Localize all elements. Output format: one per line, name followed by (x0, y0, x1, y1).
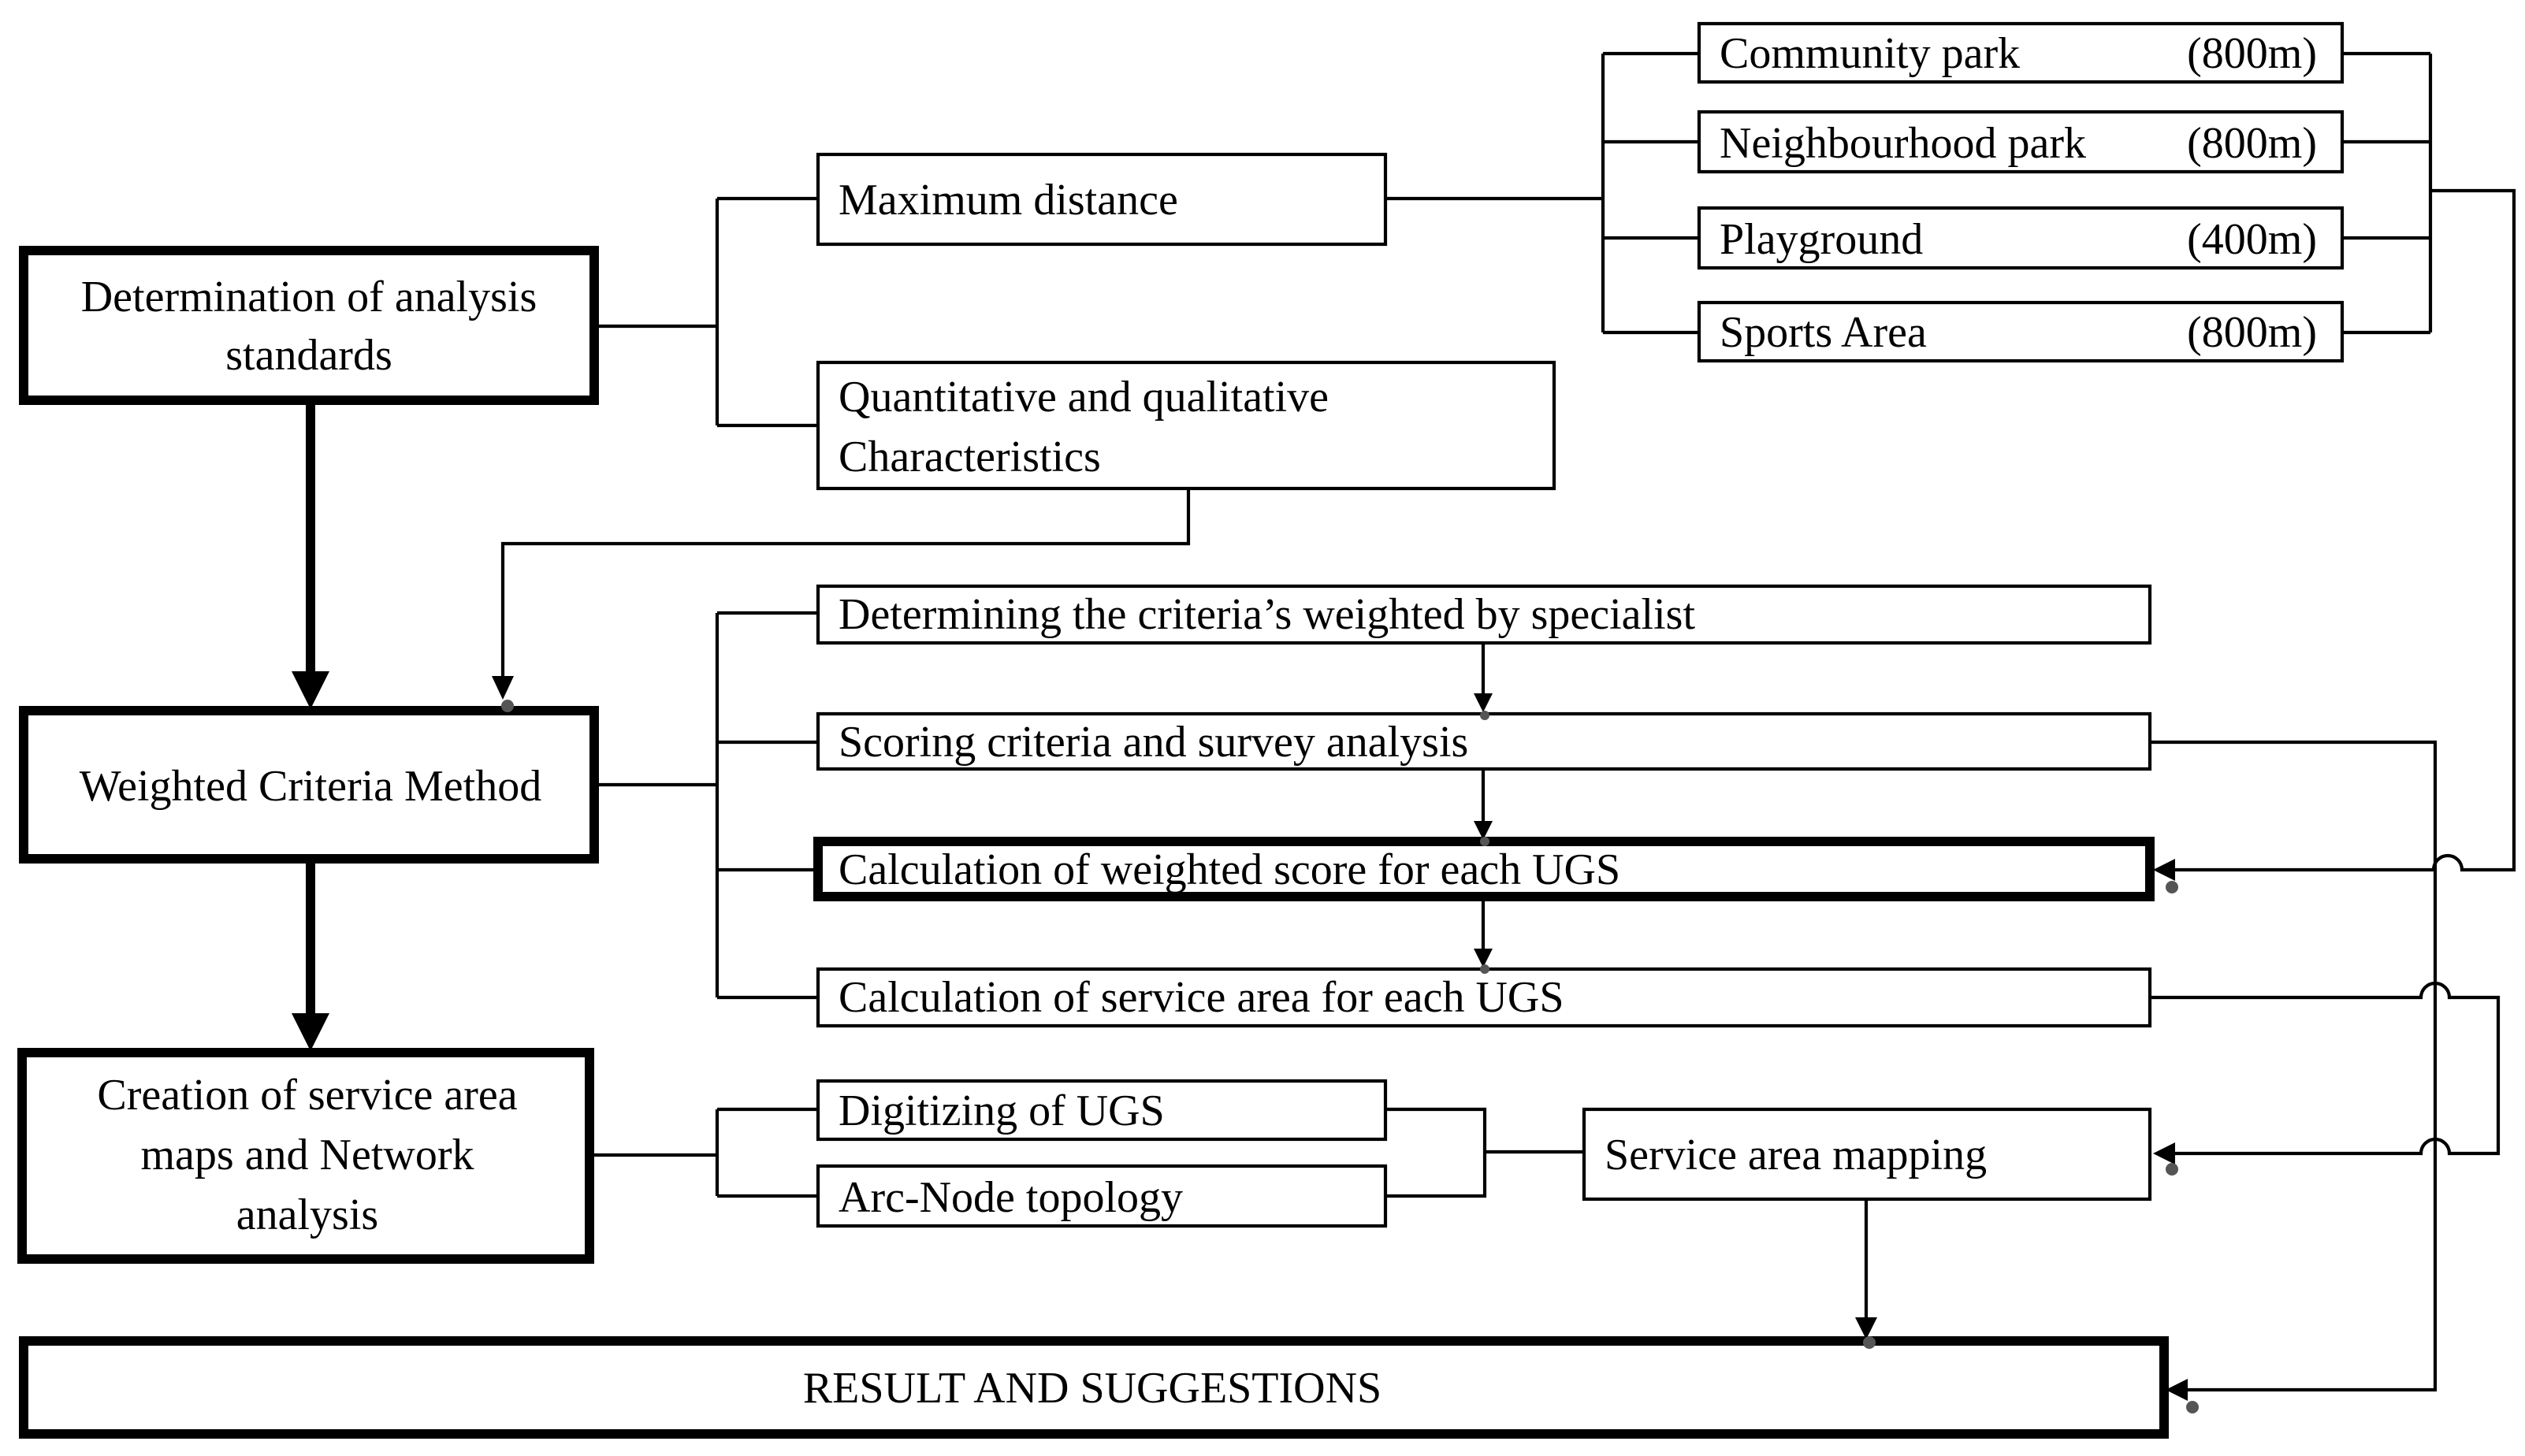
arrowhead-service-mapping (2153, 1142, 2175, 1164)
edge-max-distance-to-park-types (1385, 51, 1699, 335)
connector-dot (2166, 881, 2178, 893)
node-criteria-weighted: Determining the criteria’s weighted by s… (816, 584, 2152, 645)
connector-dot (2166, 1163, 2178, 1176)
node-creation: Creation of service area maps and Networ… (17, 1048, 594, 1264)
node-creation-line-2: maps and Network (140, 1131, 474, 1179)
connector-dot (1863, 1336, 1876, 1349)
node-quant-qual-line-2: Characteristics (839, 433, 1101, 481)
arrowhead-step-3 (1474, 949, 1493, 968)
node-digitizing: Digitizing of UGS (816, 1079, 1388, 1142)
edge-weighted-method-to-steps (594, 611, 818, 1000)
node-calc-service: Calculation of service area for each UGS (816, 967, 2152, 1028)
park-type-distance: (400m) (2187, 215, 2317, 264)
park-type-name: Playground (1720, 215, 1923, 264)
edge-scoring-to-result (2150, 740, 2438, 1392)
park-type-name: Neighbourhood park (1720, 119, 2086, 168)
node-digitizing-label: Digitizing of UGS (839, 1086, 1165, 1135)
park-type-distance: (800m) (2187, 119, 2317, 168)
node-weighted-method-label: Weighted Criteria Method (80, 762, 541, 811)
node-max-distance: Maximum distance (816, 152, 1388, 247)
arrowhead-calc-weighted (2153, 859, 2175, 881)
park-type-name: Sports Area (1720, 308, 1927, 357)
node-max-distance-label: Maximum distance (839, 176, 1178, 225)
arrowhead-step-2 (1474, 821, 1493, 840)
node-calc-service-label: Calculation of service area for each UGS (839, 973, 1564, 1022)
node-determination: Determination of analysis standards (19, 246, 599, 405)
node-calc-weighted: Calculation of weighted score for each U… (813, 837, 2155, 901)
edge-creation-to-inputs (589, 1107, 818, 1198)
park-type-sports: Sports Area (800m) (1697, 300, 2345, 363)
node-determination-line-1: Determination of analysis (81, 273, 537, 321)
node-result: RESULT AND SUGGESTIONS (19, 1336, 2169, 1439)
edge-quant-qual-to-weighted-method (500, 488, 1191, 678)
connector-dot (1480, 964, 1489, 974)
node-service-mapping: Service area mapping (1582, 1107, 2152, 1202)
edge-park-types-to-calc-weighted (2172, 51, 2516, 872)
arrowhead-bold-2 (292, 1013, 329, 1051)
park-type-playground: Playground (400m) (1697, 206, 2345, 270)
node-determination-line-2: standards (225, 331, 392, 380)
park-type-distance: (800m) (2187, 308, 2317, 357)
node-quant-qual: Quantitative and qualitative Characteris… (816, 360, 1556, 491)
connector-dot (1480, 711, 1489, 720)
node-arc-node: Arc-Node topology (816, 1164, 1388, 1228)
node-arc-node-label: Arc-Node topology (839, 1173, 1183, 1222)
node-creation-line-3: analysis (236, 1190, 378, 1239)
park-type-distance: (800m) (2187, 29, 2317, 78)
node-calc-weighted-label: Calculation of weighted score for each U… (839, 845, 1620, 894)
node-scoring-label: Scoring criteria and survey analysis (839, 718, 1468, 767)
edge-inputs-to-service-mapping (1385, 1107, 1584, 1198)
node-criteria-weighted-label: Determining the criteria’s weighted by s… (839, 590, 1695, 639)
node-quant-qual-line-1: Quantitative and qualitative (839, 373, 1329, 422)
arrowhead-result-top (1855, 1317, 1877, 1339)
node-scoring: Scoring criteria and survey analysis (816, 711, 2152, 771)
connector-dot (1480, 837, 1489, 846)
arrowhead-weighted-method-top (492, 676, 514, 700)
arrowhead-step-1 (1474, 693, 1493, 712)
node-weighted-method: Weighted Criteria Method (19, 706, 599, 864)
park-type-neighbourhood: Neighbourhood park (800m) (1697, 110, 2345, 174)
arrowhead-bold-1 (292, 671, 329, 709)
node-result-label: RESULT AND SUGGESTIONS (803, 1364, 1381, 1413)
connector-dot (2186, 1401, 2199, 1413)
park-type-name: Community park (1720, 29, 2020, 78)
connector-dot (501, 700, 514, 712)
edge-determination-to-standards (594, 196, 818, 428)
arrowhead-result (2166, 1379, 2188, 1401)
park-type-community: Community park (800m) (1697, 21, 2345, 84)
node-creation-line-1: Creation of service area (97, 1071, 517, 1120)
node-service-mapping-label: Service area mapping (1605, 1131, 1987, 1179)
edge-calc-service-to-mapping (2150, 981, 2501, 1156)
